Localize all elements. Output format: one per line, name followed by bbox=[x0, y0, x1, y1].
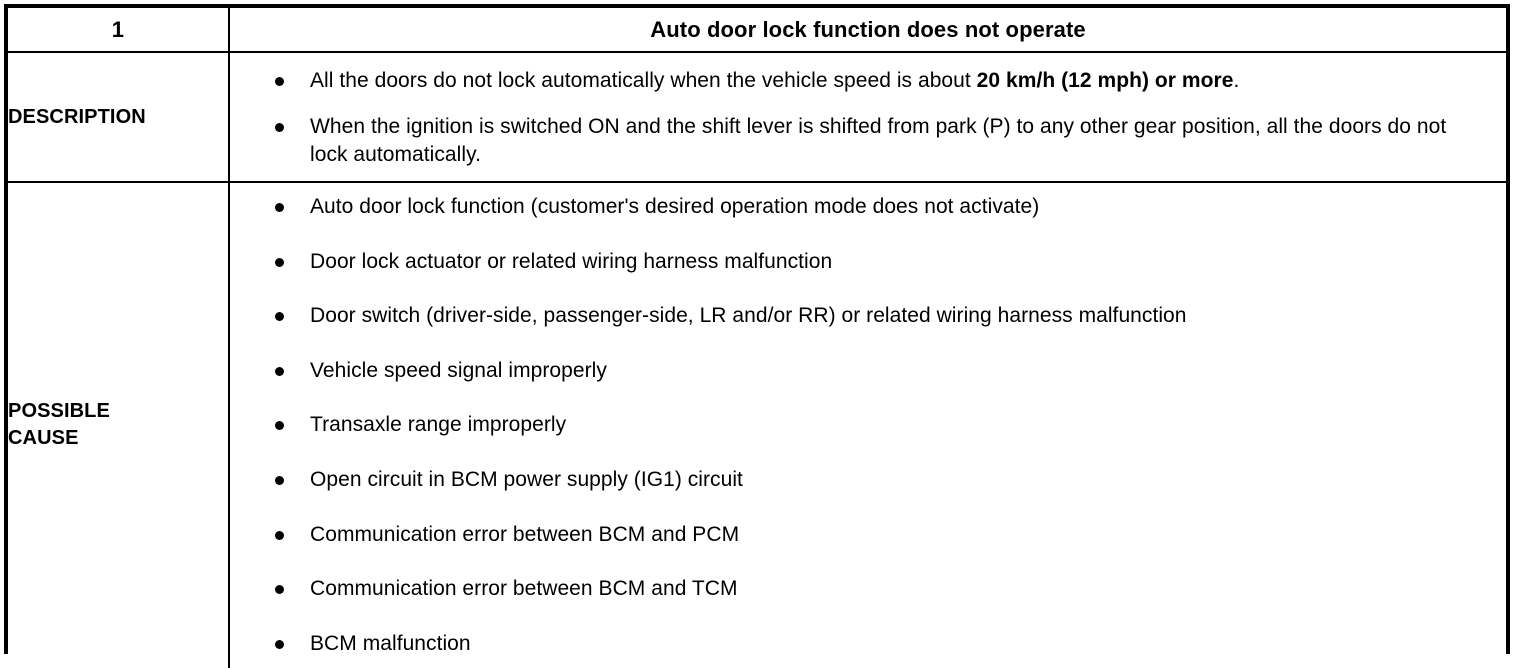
list-item: When the ignition is switched ON and the… bbox=[230, 113, 1506, 169]
row-label-description: DESCRIPTION bbox=[8, 51, 230, 183]
list-item-text: Door switch (driver-side, passenger-side… bbox=[310, 304, 1187, 328]
row-label-possible-cause-line2: CAUSE bbox=[8, 427, 79, 450]
list-item-text: When the ignition is switched ON and the… bbox=[310, 115, 1447, 166]
list-item-text: Door lock actuator or related wiring har… bbox=[310, 249, 833, 273]
bullet-dot-icon bbox=[275, 203, 284, 212]
list-item: Open circuit in BCM power supply (IG1) c… bbox=[230, 466, 1506, 494]
bullet-dot-icon bbox=[275, 366, 284, 376]
symptom-title-cell: Auto door lock function does not operate bbox=[228, 8, 1506, 53]
symptom-index-cell: 1 bbox=[8, 8, 230, 53]
list-item: Communication error between BCM and TCM bbox=[230, 575, 1506, 603]
bullet-dot-icon bbox=[275, 421, 284, 431]
row-label-possible-cause: POSSIBLE CAUSE bbox=[8, 181, 230, 668]
row-label-possible-cause-line1: POSSIBLE bbox=[8, 400, 110, 423]
list-item: Door lock actuator or related wiring har… bbox=[230, 248, 1506, 276]
list-item-text: Open circuit in BCM power supply (IG1) c… bbox=[310, 467, 743, 491]
list-item-text: Communication error between BCM and PCM bbox=[310, 522, 740, 546]
bullet-dot-icon bbox=[275, 77, 284, 86]
list-item-text: Vehicle speed signal improperly bbox=[310, 358, 607, 382]
dtc-table-grid: 1 Auto door lock function does not opera… bbox=[8, 8, 1506, 668]
bullet-dot-icon bbox=[275, 257, 284, 267]
list-item: Auto door lock function (customer's desi… bbox=[230, 193, 1506, 221]
list-item: Door switch (driver-side, passenger-side… bbox=[230, 302, 1506, 330]
list-item: Communication error between BCM and PCM bbox=[230, 521, 1506, 549]
bullet-dot-icon bbox=[275, 475, 284, 485]
list-item-text: Transaxle range improperly bbox=[310, 413, 567, 437]
description-bullet-list: All the doors do not lock automatically … bbox=[230, 53, 1506, 181]
diagnostic-table: 1 Auto door lock function does not opera… bbox=[4, 4, 1510, 668]
table-row-description: DESCRIPTION All the doors do not lock au… bbox=[8, 51, 1506, 183]
list-item-text: All the doors do not lock automatically … bbox=[310, 69, 1240, 92]
list-item: BCM malfunction bbox=[230, 630, 1506, 658]
list-item: Vehicle speed signal improperly bbox=[230, 357, 1506, 385]
list-item-text: BCM malfunction bbox=[310, 631, 471, 655]
bullet-dot-icon bbox=[275, 530, 284, 540]
table-row-possible-cause: POSSIBLE CAUSE Auto door lock function (… bbox=[8, 181, 1506, 668]
bullet-dot-icon bbox=[275, 585, 284, 595]
bullet-dot-icon bbox=[275, 123, 284, 132]
row-label-description-line1: DESCRIPTION bbox=[8, 105, 146, 128]
description-content-cell: All the doors do not lock automatically … bbox=[228, 51, 1506, 183]
table-row-header: 1 Auto door lock function does not opera… bbox=[8, 8, 1506, 53]
list-item: Transaxle range improperly bbox=[230, 411, 1506, 439]
bullet-dot-icon bbox=[275, 312, 284, 322]
possible-cause-content-cell: Auto door lock function (customer's desi… bbox=[228, 181, 1506, 668]
list-item-text: Communication error between BCM and TCM bbox=[310, 577, 738, 601]
bullet-dot-icon bbox=[275, 639, 284, 649]
list-item-text: Auto door lock function (customer's desi… bbox=[310, 195, 1040, 218]
possible-cause-bullet-list: Auto door lock function (customer's desi… bbox=[230, 183, 1506, 668]
list-item: All the doors do not lock automatically … bbox=[230, 67, 1506, 95]
